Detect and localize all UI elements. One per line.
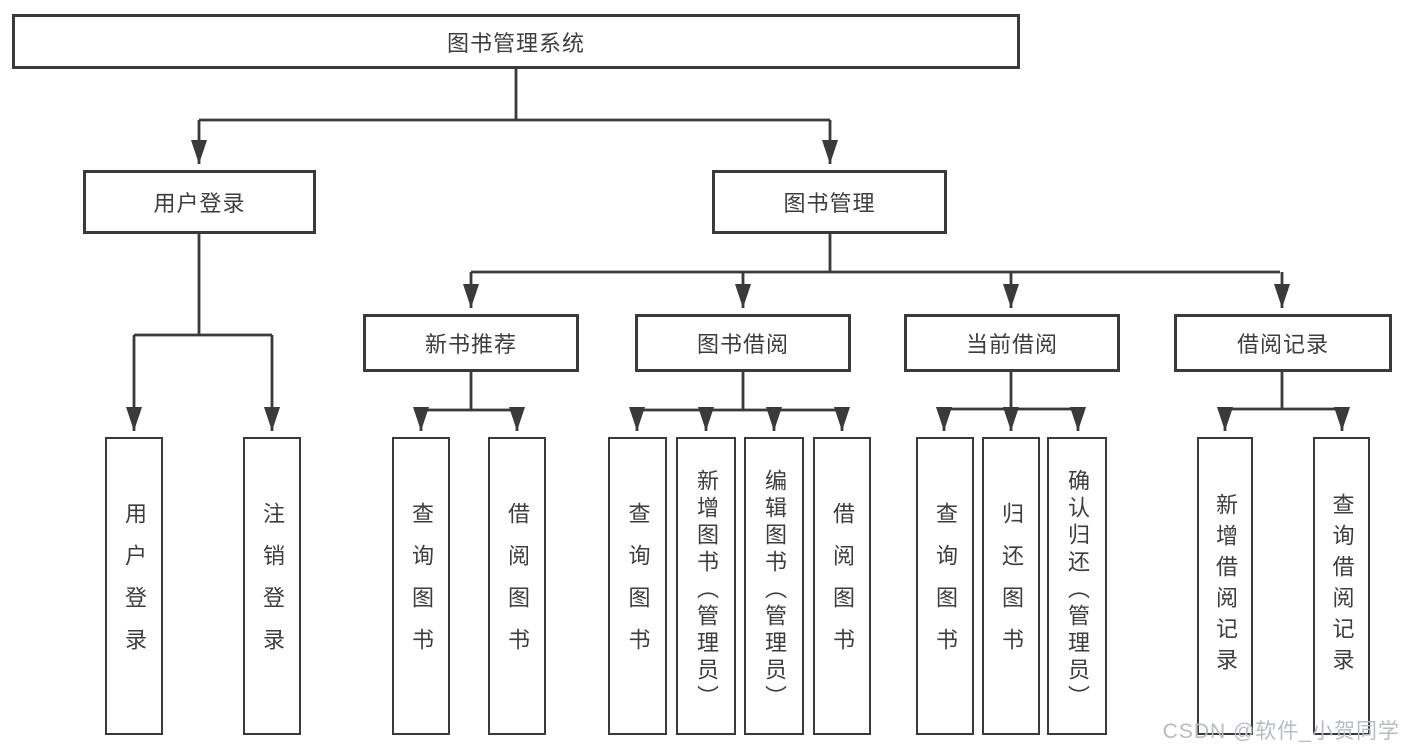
leaf-add-books-admin: 新增图书（管理员）: [676, 437, 736, 735]
leaf-borrow-books: 借阅图书: [488, 437, 546, 735]
node-book-borrowing: 图书借阅: [635, 314, 851, 372]
node-book-management: 图书管理: [712, 170, 947, 234]
leaf-user-login: 用户登录: [105, 437, 163, 735]
leaf-query-books: 查询图书: [392, 437, 450, 735]
leaf-borrow-books: 借阅图书: [813, 437, 871, 735]
leaf-query-books: 查询图书: [916, 437, 974, 735]
leaf-confirm-return-admin: 确认归还（管理员）: [1047, 437, 1107, 735]
leaf-query-books: 查询图书: [608, 437, 667, 735]
leaf-return-books: 归还图书: [982, 437, 1040, 735]
leaf-edit-books-admin: 编辑图书（管理员）: [744, 437, 804, 735]
node-current-borrowing: 当前借阅: [904, 314, 1120, 372]
csdn-watermark: CSDN @软件_小贺同学: [1162, 720, 1400, 743]
leaf-query-borrow-record: 查询借阅记录: [1313, 437, 1370, 735]
node-system-root: 图书管理系统: [12, 14, 1020, 69]
node-borrowing-records: 借阅记录: [1174, 314, 1392, 372]
node-user-login: 用户登录: [83, 170, 316, 234]
node-new-book-recommend: 新书推荐: [363, 314, 579, 372]
leaf-add-borrow-record: 新增借阅记录: [1197, 437, 1253, 735]
leaf-logout: 注销登录: [243, 437, 301, 735]
